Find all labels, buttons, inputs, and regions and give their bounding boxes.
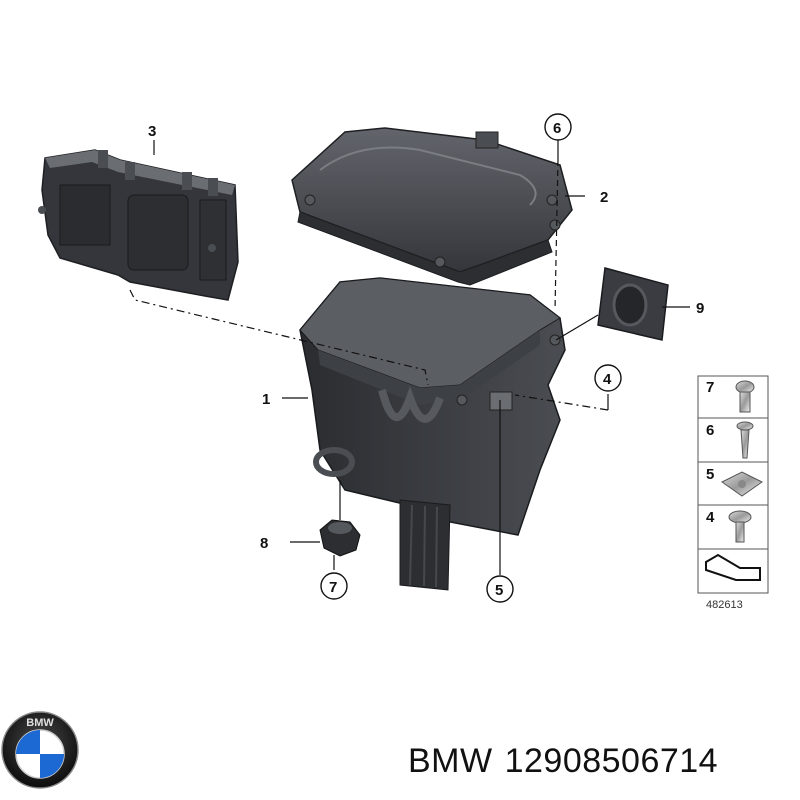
- caption-brand: BMW: [408, 742, 493, 780]
- diagram-reference: 482613: [706, 599, 743, 611]
- stud-icon: [735, 380, 755, 413]
- bolt-icon: [728, 510, 752, 543]
- arrow-icon: [705, 553, 761, 581]
- bracket-part-3: [38, 149, 239, 301]
- screw-icon: [736, 421, 754, 459]
- box-part-1: [299, 277, 566, 591]
- nut-part-8: [319, 519, 361, 557]
- caption-part-number: 12908506714: [504, 742, 719, 780]
- cover-part-2: [291, 127, 573, 286]
- logo-lettering: BMW: [26, 717, 54, 729]
- callout-7-circle: [320, 572, 348, 600]
- callout-6-circle: [544, 113, 572, 141]
- leader-lines: [129, 140, 690, 575]
- callout-5: 5: [495, 582, 503, 599]
- callout-1: 1: [262, 391, 270, 408]
- callout-6: 6: [553, 120, 561, 137]
- callout-4-circle: [594, 364, 622, 392]
- fastener-legend: 7 6 5 4 482613: [697, 375, 769, 611]
- legend-item-6: 6: [706, 422, 714, 439]
- part-caption: BMW 12908506714: [408, 742, 730, 781]
- callout-3: 3: [148, 123, 156, 140]
- callout-2: 2: [600, 189, 608, 206]
- legend-item-5: 5: [706, 466, 714, 483]
- callout-7: 7: [329, 579, 337, 596]
- callout-9: 9: [696, 300, 704, 317]
- callout-8: 8: [260, 535, 268, 552]
- bmw-logo: BMW: [1, 711, 79, 789]
- legend-item-7: 7: [706, 379, 714, 396]
- legend-item-4: 4: [706, 509, 715, 526]
- callout-4: 4: [603, 371, 612, 388]
- grommet-part-9: [597, 267, 669, 341]
- callout-5-circle: [486, 575, 514, 603]
- clip-nut-icon: [721, 471, 763, 497]
